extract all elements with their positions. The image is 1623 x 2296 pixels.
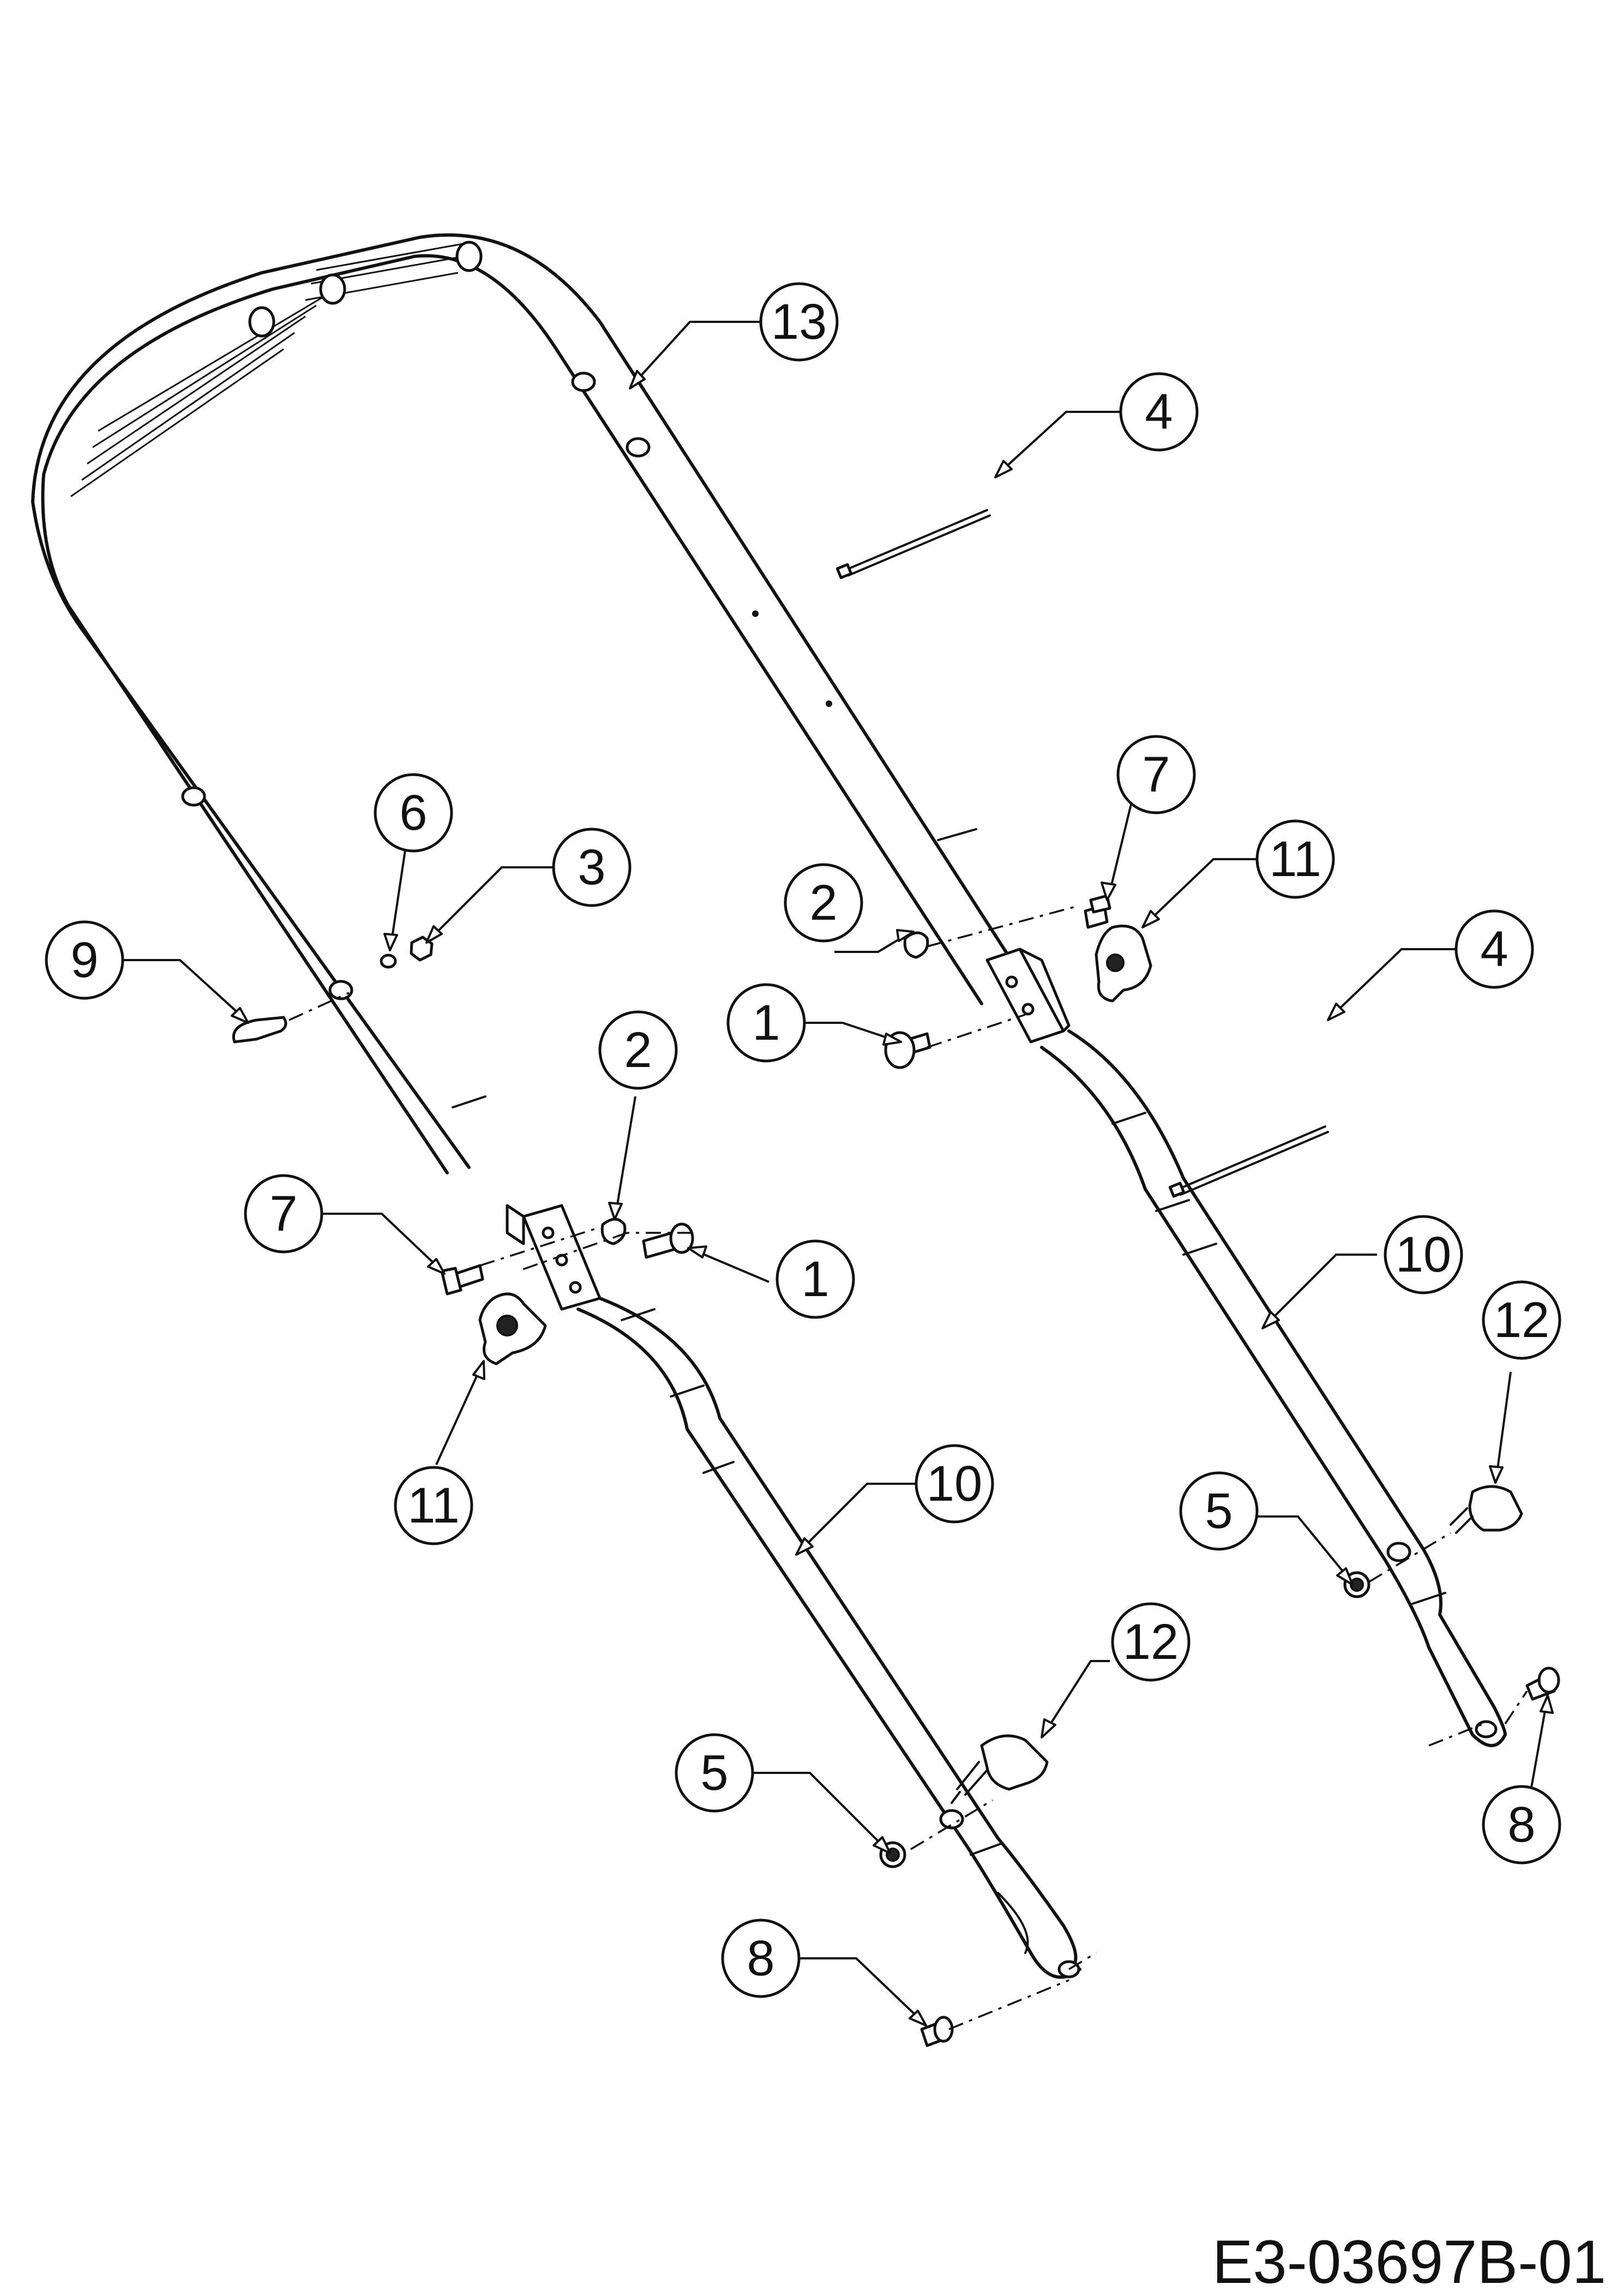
callout-1: 1: [726, 983, 806, 1063]
svg-text:7: 7: [1142, 747, 1170, 802]
grip-boss: [248, 306, 275, 338]
callout-10: 10: [1384, 1215, 1463, 1294]
frame-hole: [626, 437, 651, 458]
svg-text:2: 2: [624, 1022, 652, 1078]
frame-hole: [328, 980, 353, 1000]
lock-nut: [903, 931, 929, 959]
assembly-lines: [288, 904, 1528, 2030]
svg-text:13: 13: [771, 294, 827, 350]
callout-leaders: [117, 321, 1554, 2027]
washer: [380, 954, 397, 969]
svg-text:1: 1: [801, 1251, 829, 1307]
cable-tie-lower: [1168, 1125, 1329, 1198]
svg-text:10: 10: [1396, 1227, 1451, 1282]
svg-text:4: 4: [1480, 921, 1508, 977]
svg-text:11: 11: [407, 1478, 460, 1533]
callout-11: 11: [1255, 819, 1335, 899]
callout-8: 8: [721, 1919, 801, 1998]
screw-right: [1084, 894, 1111, 929]
shoulder-screw-right: [1525, 1666, 1560, 1701]
callout-4: 4: [1454, 909, 1534, 989]
callout-12: 12: [1482, 1280, 1561, 1360]
upper-handle-frame: [31, 233, 1027, 1174]
svg-text:7: 7: [269, 1186, 297, 1242]
callout-13: 13: [759, 282, 839, 362]
callout-12: 12: [1111, 1602, 1191, 1682]
callout-11: 11: [394, 1466, 473, 1545]
callout-2: 2: [598, 1010, 678, 1090]
grip-boss: [319, 273, 346, 305]
callout-1: 1: [776, 1239, 855, 1319]
svg-text:8: 8: [747, 1931, 774, 1986]
clip: [232, 1016, 287, 1044]
callout-7: 7: [244, 1174, 323, 1254]
callout-10: 10: [915, 1444, 994, 1524]
svg-text:12: 12: [1494, 1292, 1549, 1348]
callout-2: 2: [784, 863, 863, 943]
carriage-bolt-left: [642, 1222, 694, 1259]
callout-5: 5: [675, 1733, 754, 1813]
svg-text:12: 12: [1123, 1614, 1179, 1670]
callout-3: 3: [552, 828, 632, 907]
frame-hole: [181, 786, 206, 807]
drawing-code: E3-03697B-01: [1212, 2228, 1606, 2296]
screw-left: [440, 1264, 484, 1296]
svg-text:5: 5: [700, 1745, 728, 1801]
grip-hatching: [70, 242, 470, 497]
callout-4: 4: [1119, 372, 1199, 452]
svg-text:1: 1: [752, 995, 780, 1051]
svg-text:4: 4: [1145, 384, 1173, 440]
svg-text:6: 6: [399, 785, 427, 841]
star-knob-left: [478, 1292, 547, 1365]
knob-bolt-lower: [951, 1734, 1049, 1804]
callout-bubbles: 13 4 7 11 4 6 3 9 2 1 2 7 1 10 12 11 5 1…: [45, 282, 1561, 1998]
svg-text:2: 2: [809, 875, 837, 931]
frame-hole: [571, 371, 596, 392]
callout-5: 5: [1179, 1471, 1259, 1551]
callout-6: 6: [374, 773, 453, 853]
star-knob-right: [1095, 925, 1152, 1003]
callout-7: 7: [1116, 735, 1196, 814]
svg-text:9: 9: [70, 932, 98, 988]
svg-text:11: 11: [1269, 831, 1321, 887]
callout-8: 8: [1482, 1785, 1561, 1865]
left-hinge-bracket: [506, 1204, 602, 1311]
knob-bolt-upper: [1450, 1485, 1523, 1534]
left-lower-bar: [576, 1297, 1081, 1979]
shoulder-screw-left: [920, 2016, 954, 2047]
svg-text:10: 10: [927, 1456, 982, 1512]
svg-text:3: 3: [578, 840, 605, 895]
callout-9: 9: [45, 920, 124, 1000]
right-lower-bar: [1040, 1029, 1507, 1747]
svg-text:8: 8: [1507, 1797, 1535, 1853]
right-hinge-bracket: [985, 948, 1071, 1044]
grip-boss: [455, 241, 483, 272]
svg-text:5: 5: [1205, 1483, 1233, 1539]
cable-tie-upper: [835, 509, 991, 579]
